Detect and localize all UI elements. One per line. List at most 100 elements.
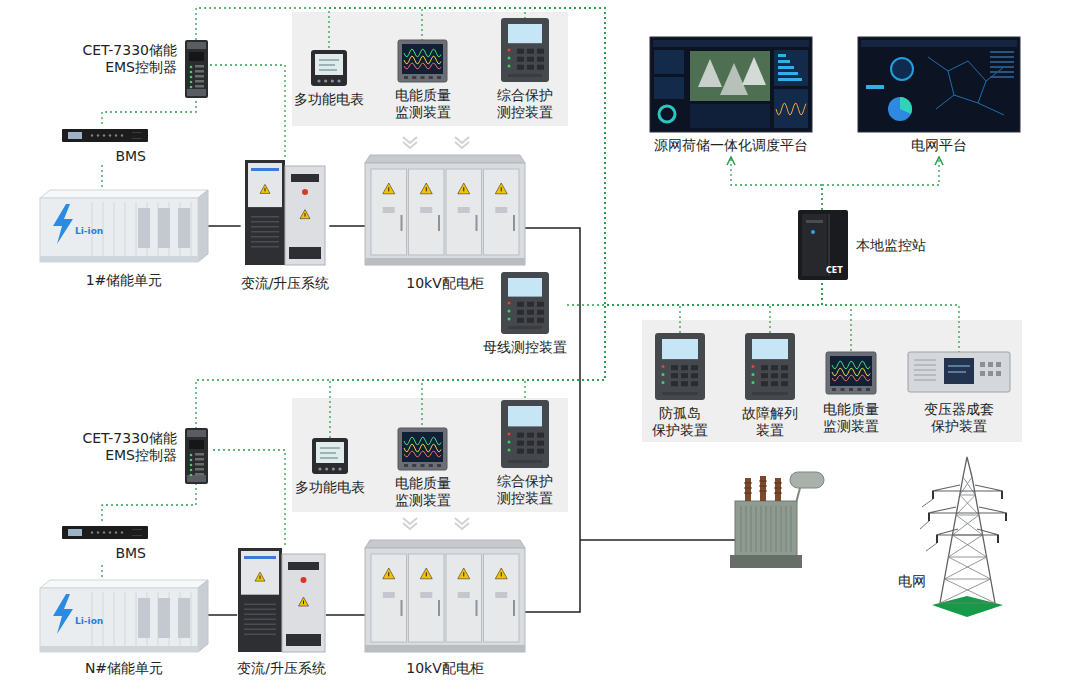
picture-part	[671, 365, 678, 370]
picture-part	[103, 134, 105, 136]
picture-part	[527, 49, 534, 54]
comm-line	[822, 157, 939, 210]
power-line	[208, 225, 241, 227]
picture-part	[248, 163, 282, 207]
device-node: 10kV配电柜	[365, 540, 525, 677]
picture-part	[527, 302, 534, 307]
chevron	[403, 137, 417, 148]
device-node: 电能质量 监测装置	[394, 40, 452, 121]
picture-part	[720, 63, 748, 95]
picture-part	[774, 50, 808, 86]
device-caption: BMS	[115, 545, 146, 562]
picture-part	[662, 381, 665, 384]
device-node: 电网平台	[858, 37, 1020, 154]
picture-part	[317, 79, 320, 82]
picture-part	[324, 79, 327, 82]
picture-part	[654, 50, 684, 74]
picture-part	[476, 215, 478, 231]
picture-part	[900, 97, 912, 114]
picture-part	[888, 97, 912, 121]
picture-part	[438, 215, 440, 231]
battery-icon	[40, 190, 208, 262]
picture-part	[285, 166, 325, 265]
picture-part	[691, 365, 698, 370]
picture-part	[255, 572, 265, 581]
picture-part	[404, 63, 441, 69]
pq-icon	[826, 352, 876, 394]
picture-part	[811, 230, 815, 234]
picture-part	[948, 366, 970, 372]
picture-part	[781, 365, 788, 370]
device-node: 综合保护 测控装置	[496, 18, 554, 121]
picture-part	[97, 134, 99, 136]
picture-part	[742, 57, 766, 85]
picture-part	[383, 207, 395, 213]
relay-icon	[745, 333, 795, 400]
pcs-icon	[245, 160, 325, 265]
picture-part	[132, 133, 142, 139]
picture-part	[830, 356, 872, 386]
bushing	[775, 478, 781, 501]
icon-group	[650, 37, 812, 132]
picture-part	[195, 458, 204, 461]
device-node: BMS	[62, 127, 148, 165]
picture-part	[662, 365, 665, 368]
picture-part	[691, 381, 698, 386]
icon-group	[245, 160, 325, 265]
picture-part	[178, 208, 190, 248]
picture-part	[781, 381, 788, 386]
picture-part	[289, 247, 321, 259]
picture-part	[158, 598, 170, 638]
picture-part	[806, 220, 823, 223]
device-caption: 综合保护 测控装置	[496, 87, 554, 121]
picture-part	[781, 373, 788, 378]
picture-part	[537, 449, 544, 454]
comm-line	[822, 280, 959, 352]
picture-part	[251, 168, 279, 171]
picture-part	[928, 485, 1007, 535]
picture-part	[508, 278, 542, 297]
picture-part	[508, 310, 511, 313]
transformer-tank	[735, 501, 797, 556]
picture-part	[996, 371, 1001, 376]
picture-part	[527, 449, 534, 454]
picture-part	[761, 381, 768, 386]
comm-line	[101, 165, 102, 190]
picture-part	[990, 76, 1014, 78]
picture-part	[91, 134, 93, 136]
picture-part	[653, 40, 809, 47]
picture-part	[238, 548, 282, 652]
picture-part	[841, 388, 845, 391]
picture-part	[928, 57, 1004, 115]
picture-part	[371, 169, 407, 255]
picture-part	[659, 106, 675, 122]
picture-part	[187, 42, 206, 49]
picture-part	[537, 65, 544, 70]
picture-part	[932, 596, 1003, 617]
chevron	[455, 518, 469, 529]
device-caption: 故障解列 装置	[741, 405, 799, 439]
picture-part	[383, 592, 395, 598]
device-node: 变流/升压系统	[241, 160, 330, 292]
icon-group	[398, 428, 447, 470]
picture-part	[121, 134, 123, 136]
icon-group	[920, 457, 1007, 617]
picture-part	[409, 554, 445, 642]
picture-part	[476, 600, 478, 616]
picture-part	[508, 65, 511, 68]
picture-part	[402, 44, 443, 74]
device-caption: 防孤岛 保护装置	[651, 405, 709, 439]
picture-part	[291, 174, 319, 182]
device-caption: BMS	[115, 148, 146, 165]
comm-line	[329, 8, 822, 305]
chevron	[403, 518, 417, 529]
picture-part	[302, 189, 308, 195]
picture-part	[178, 598, 190, 638]
icon-group	[185, 40, 208, 98]
picture-part	[508, 406, 542, 426]
picture-part	[458, 207, 470, 213]
picture-part	[776, 103, 806, 115]
device-panel	[642, 320, 1022, 442]
picture-part	[832, 375, 870, 381]
icon-group	[398, 40, 447, 82]
